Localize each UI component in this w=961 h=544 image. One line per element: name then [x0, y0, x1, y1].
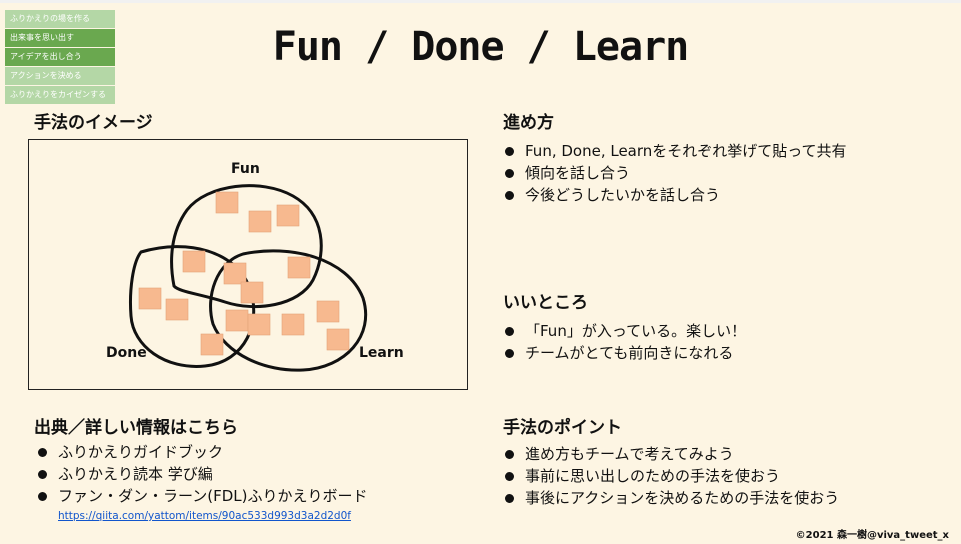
venn-diagram: Fun Done Learn: [28, 139, 468, 390]
list-item: Fun, Done, Learnをそれぞれ挙げて貼って共有: [503, 140, 847, 162]
sticky-note: [287, 256, 311, 279]
sticky-note: [182, 250, 206, 273]
list-item: 事前に思い出しのための手法を使おう: [503, 465, 839, 487]
sticky-note: [138, 287, 162, 310]
sticky-note: [326, 328, 350, 351]
list-item: 進め方もチームで考えてみよう: [503, 443, 839, 465]
good-heading: いいところ: [503, 293, 588, 313]
sticky-note: [281, 313, 305, 336]
fun-circle: [170, 184, 323, 309]
list-item: ふりかえり読本 学び編: [36, 463, 368, 485]
list-item: 「Fun」が入っている。楽しい！: [503, 320, 746, 342]
source-link[interactable]: https://qiita.com/yattom/items/90ac533d9…: [58, 510, 351, 522]
source-heading: 出典／詳しい情報はこちら: [34, 418, 238, 438]
good-list: 「Fun」が入っている。楽しい！ チームがとても前向きになれる: [503, 320, 746, 364]
sticky-note: [215, 191, 239, 214]
sticky-note: [316, 300, 340, 323]
list-item: ふりかえりガイドブック: [36, 441, 368, 463]
done-label: Done: [106, 345, 147, 361]
fun-label: Fun: [231, 161, 260, 177]
learn-circle: [209, 249, 368, 372]
venn-svg: Fun Done Learn: [106, 161, 404, 372]
sticky-note: [165, 298, 189, 321]
source-list: ふりかえりガイドブック ふりかえり読本 学び編 ファン・ダン・ラーン(FDL)ふ…: [36, 441, 368, 507]
learn-label: Learn: [359, 345, 404, 361]
nav-item-share-ideas[interactable]: アイデアを出し合う: [5, 48, 115, 66]
point-heading: 手法のポイント: [503, 418, 622, 438]
nav-item-improve-retro[interactable]: ふりかえりをカイゼンする: [5, 86, 115, 104]
section-nav: ふりかえりの場を作る 出来事を思い出す アイデアを出し合う アクションを決める …: [5, 10, 115, 105]
howto-list: Fun, Done, Learnをそれぞれ挙げて貼って共有 傾向を話し合う 今後…: [503, 140, 847, 206]
list-item: ファン・ダン・ラーン(FDL)ふりかえりボード: [36, 485, 368, 507]
list-item: 今後どうしたいかを話し合う: [503, 184, 847, 206]
sticky-note: [225, 309, 249, 332]
sticky-note: [240, 281, 264, 304]
sticky-note: [200, 333, 224, 356]
copyright: ©2021 森一樹@viva_tweet_x: [795, 530, 949, 541]
list-item: 事後にアクションを決めるための手法を使おう: [503, 487, 839, 509]
done-circle: [129, 245, 256, 368]
nav-item-recall-events[interactable]: 出来事を思い出す: [5, 29, 115, 47]
sticky-note: [248, 210, 272, 233]
top-border: [0, 0, 961, 3]
nav-item-create-space[interactable]: ふりかえりの場を作る: [5, 10, 115, 28]
sticky-note: [247, 313, 271, 336]
slide-title: Fun / Done / Learn: [272, 24, 689, 70]
list-item: チームがとても前向きになれる: [503, 342, 746, 364]
nav-item-decide-actions[interactable]: アクションを決める: [5, 67, 115, 85]
image-heading: 手法のイメージ: [34, 113, 153, 133]
list-item: 傾向を話し合う: [503, 162, 847, 184]
point-list: 進め方もチームで考えてみよう 事前に思い出しのための手法を使おう 事後にアクショ…: [503, 443, 839, 509]
howto-heading: 進め方: [503, 113, 554, 133]
sticky-note: [276, 204, 300, 227]
sticky-note: [223, 262, 247, 285]
